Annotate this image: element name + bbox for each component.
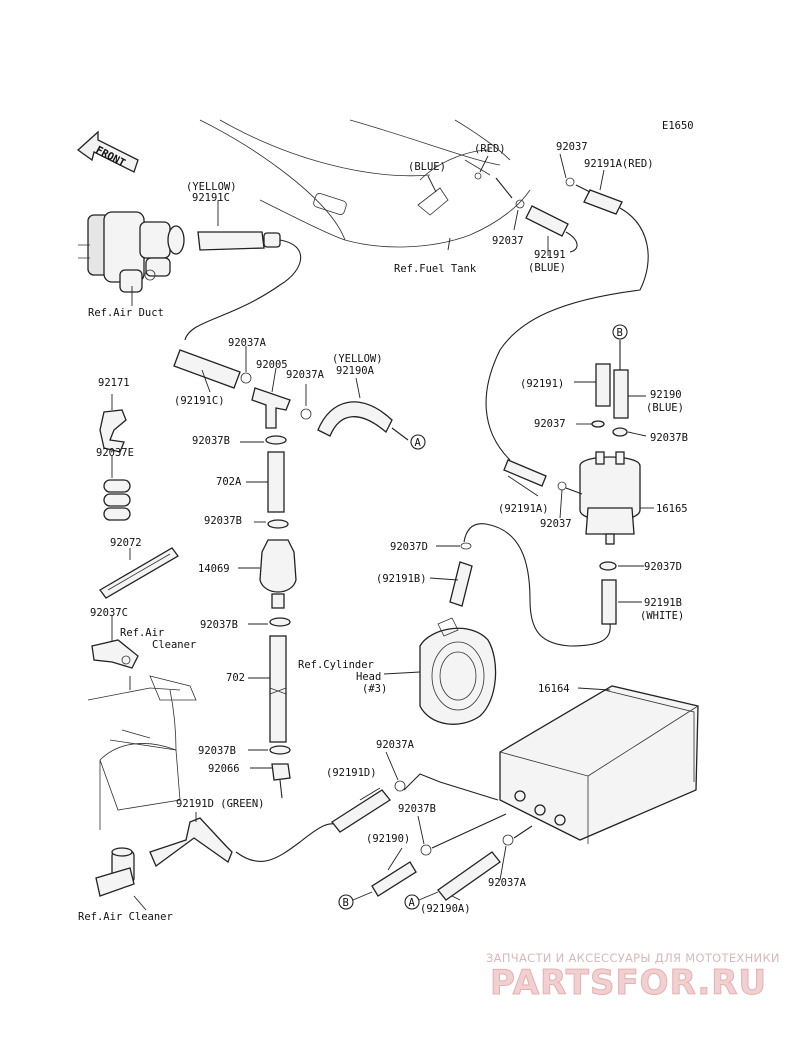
label-92191-blue-num: 92191 [534, 249, 566, 261]
label-16164: 16164 [538, 683, 570, 695]
label-92037c: 92037C [90, 607, 128, 619]
label-yellow-top: (YELLOW) [186, 181, 237, 193]
label-92171: 92171 [98, 377, 130, 389]
diagram-code-label: E1650 [662, 120, 694, 132]
label-14069: 14069 [198, 563, 230, 575]
clamp-92037e [103, 479, 131, 521]
bracket-92037c [91, 639, 139, 669]
label-92037b-2: 92037B [204, 515, 242, 527]
label-92190a: 92190A [336, 365, 375, 377]
label-ref-air-cleaner: Ref.Air Cleaner [78, 911, 173, 923]
label-92191-paren: (92191) [520, 378, 564, 390]
label-ref-air: Ref.Air [120, 627, 164, 639]
hose-92191c-top [184, 231, 302, 341]
center-hoses [331, 773, 533, 901]
cable-tie-92072 [99, 547, 179, 599]
label-ref-cyl: Ref.Cylinder [298, 659, 374, 671]
label-92191b-paren: (92191B) [376, 573, 427, 585]
watermark-tagline: ЗАПЧАСТИ И АКСЕССУАРЫ ДЛЯ МОТОТЕХНИКИ [486, 951, 780, 965]
fuel-tank-drawing [199, 119, 531, 248]
label-92037a-2: 92037A [286, 369, 325, 381]
label-92037-r2: 92037 [540, 518, 572, 530]
label-92072: 92072 [110, 537, 142, 549]
cylinder-head-drawing [419, 561, 497, 725]
leader-lines [111, 153, 654, 911]
pump-16165 [460, 340, 641, 647]
label-92190-paren: (92190) [366, 833, 410, 845]
air-cleaner-drawing [87, 675, 197, 830]
label-702a: 702A [216, 476, 242, 488]
label-blue: (BLUE) [408, 161, 446, 173]
label-head: Head [356, 671, 381, 683]
air-cleaner-fitting [95, 847, 135, 897]
label-n3: (#3) [362, 683, 387, 695]
svg-text:A: A [409, 897, 416, 909]
clamp-92171 [99, 409, 127, 453]
part-labels: E1650 (YELLOW) 92191C (RED) (BLUE) 92037… [78, 120, 694, 923]
label-yellow-2: (YELLOW) [332, 353, 383, 365]
svg-text:A: A [415, 437, 422, 449]
label-92037b-r: 92037B [650, 432, 688, 444]
label-92037-r: 92037 [534, 418, 566, 430]
label-92190a-paren: (92190A) [420, 903, 471, 915]
label-92066: 92066 [208, 763, 240, 775]
label-92191d-green: 92191D (GREEN) [176, 798, 265, 810]
label-cleaner: Cleaner [152, 639, 196, 651]
label-92037-mid: 92037 [492, 235, 524, 247]
label-16165: 16165 [656, 503, 688, 515]
label-92190: 92190 [650, 389, 682, 401]
label-92037-top: 92037 [556, 141, 588, 153]
label-92037d-1: 92037D [390, 541, 428, 553]
label-92191d-paren: (92191D) [326, 767, 377, 779]
label-92037b-1: 92037B [192, 435, 230, 447]
svg-text:B: B [343, 897, 349, 909]
label-92191a-red: 92191A(RED) [584, 158, 654, 170]
filter-line [259, 435, 297, 799]
label-92037a-1: 92037A [228, 337, 267, 349]
hose-92191d-green [149, 817, 341, 868]
label-92037b-3: 92037B [200, 619, 238, 631]
circle-connector-a-1: A [410, 434, 426, 450]
svg-text:B: B [617, 327, 623, 339]
label-ref-air-duct: Ref.Air Duct [88, 307, 164, 319]
label-white: (WHITE) [640, 610, 684, 622]
label-blue-3: (BLUE) [646, 402, 684, 414]
front-arrow-icon: FRONT [76, 130, 139, 173]
label-red: (RED) [474, 143, 506, 155]
label-ref-fuel-tank: Ref.Fuel Tank [394, 263, 477, 275]
air-duct-drawing [78, 211, 185, 293]
watermark-site: PARTSFOR.RU [490, 963, 767, 1003]
label-92191b: 92191B [644, 597, 682, 609]
circle-connector-b-top: B [612, 324, 628, 340]
canister-16164 [499, 685, 699, 844]
watermark: ЗАПЧАСТИ И АКСЕССУАРЫ ДЛЯ МОТОТЕХНИКИ PA… [486, 951, 780, 1004]
label-92037e: 92037E [96, 447, 134, 459]
label-92037b-5: 92037B [398, 803, 436, 815]
label-92037b-4: 92037B [198, 745, 236, 757]
label-92037a-3: 92037A [376, 739, 415, 751]
label-92191c-paren: (92191C) [174, 395, 225, 407]
upper-middle-hoses [173, 349, 409, 441]
label-92191c-top: 92191C [192, 192, 230, 204]
tank-vent-hoses [485, 177, 649, 461]
circle-connector-a-bottom: A [404, 891, 439, 910]
label-blue-paren: (BLUE) [528, 262, 566, 274]
label-92005: 92005 [256, 359, 288, 371]
circle-connector-b-bottom: B [338, 891, 373, 910]
label-92037d-2: 92037D [644, 561, 682, 573]
label-92037a-4: 92037A [488, 877, 527, 889]
label-92191a-paren: (92191A) [498, 503, 549, 515]
label-702: 702 [226, 672, 245, 684]
